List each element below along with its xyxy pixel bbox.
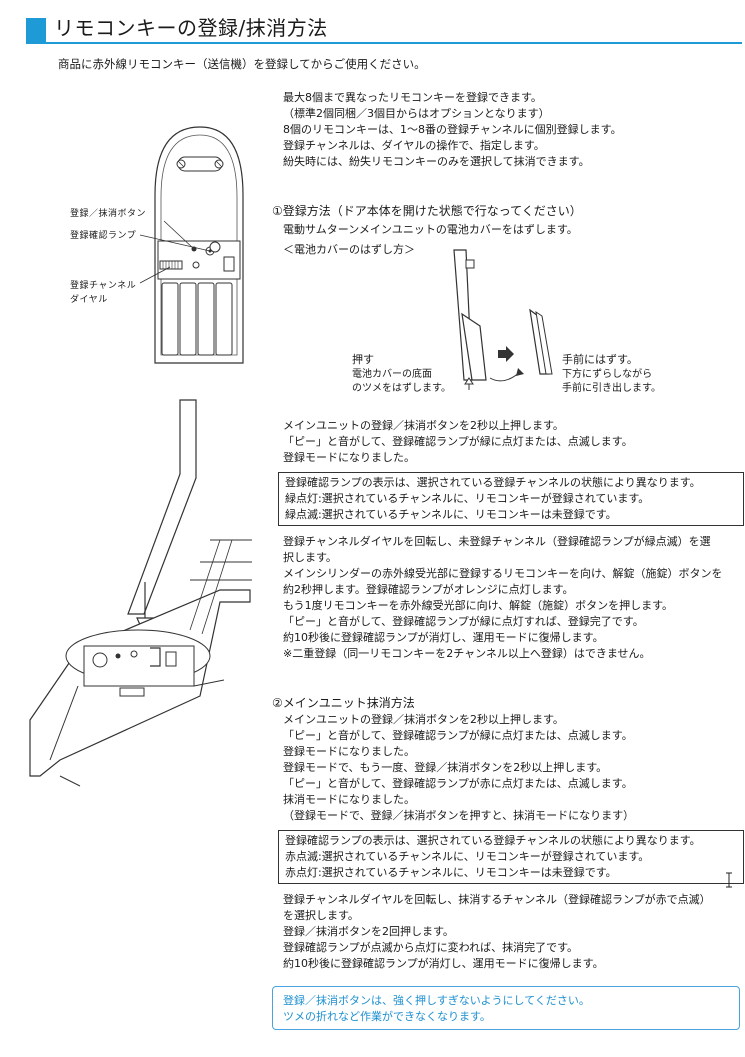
overview-line: 紛失時には、紛失リモコンキーのみを選択して抹消できます。 <box>283 155 590 168</box>
overview-line: 最大8個まで異なったリモコンキーを登録できます。 <box>283 91 542 104</box>
step-line: メインユニットの登録／抹消ボタンを2秒以上押します。 <box>283 713 564 726</box>
step-line: を選択します。 <box>283 909 359 922</box>
push-label: 押す <box>352 353 374 366</box>
page-title: リモコンキーの登録/抹消方法 <box>54 16 328 40</box>
push-desc-2: のツメをはずします。 <box>352 383 451 394</box>
step-line: 抹消モードになりました。 <box>283 793 415 806</box>
title-accent-bar <box>26 18 46 42</box>
step-line: もう1度リモコンキーを赤外線受光部に向け、解錠（施錠）ボタンを押します。 <box>283 599 674 612</box>
title-underline <box>26 42 742 44</box>
remove-label: 手前にはずす。 <box>562 353 638 366</box>
intro-text: 商品に赤外線リモコンキー（送信機）を登録してからご使用ください。 <box>58 57 426 71</box>
step-line: 登録チャンネルダイヤルを回転し、未登録チャンネル（登録確認ランプが緑点滅）を選 <box>283 535 711 548</box>
step-line: メインシリンダーの赤外線受光部に登録するリモコンキーを向け、解錠（施錠）ボタンを <box>283 567 723 580</box>
section1-steps-b: 登録チャンネルダイヤルを回転し、未登録チャンネル（登録確認ランプが緑点滅）を選 … <box>283 534 722 662</box>
step-line: 「ピー」と音がして、登録確認ランプが緑に点灯または、点滅します。 <box>283 729 633 742</box>
box-line: 緑点灯:選択されているチャンネルに、リモコンキーが登録されています。 <box>285 492 650 505</box>
section2-steps-a: メインユニットの登録／抹消ボタンを2秒以上押します。 「ピー」と音がして、登録確… <box>283 712 634 824</box>
section2-lamp-info-box: 登録確認ランプの表示は、選択されている登録チャンネルの状態により異なります。 赤… <box>278 830 744 884</box>
overview-line: （標準2個同梱／3個目からはオプションとなります） <box>283 107 550 120</box>
step-line: （登録モードで、登録／抹消ボタンを押すと、抹消モードになります） <box>283 809 635 822</box>
section2-steps-b: 登録チャンネルダイヤルを回転し、抹消するチャンネル（登録確認ランプが赤で点滅） … <box>283 892 711 972</box>
main-unit-illustration <box>139 126 244 364</box>
step-line: 登録モードになりました。 <box>283 745 415 758</box>
text-cursor-icon <box>726 872 732 888</box>
label-confirm-lamp: 登録確認ランプ <box>70 231 137 241</box>
overview-line: 8個のリモコンキーは、1～8番の登録チャンネルに個別登録します。 <box>283 123 622 136</box>
section2-heading: ②メインユニット抹消方法 <box>272 696 415 710</box>
installed-unit-illustration <box>29 399 252 787</box>
push-desc-1: 電池カバーの底面 <box>352 369 432 380</box>
note-line: ツメの折れなど作業ができなくなります。 <box>283 1010 491 1023</box>
step-line: 登録／抹消ボタンを2回押します。 <box>283 925 454 938</box>
step-line: 「ピー」と音がして、登録確認ランプが赤に点灯または、点滅します。 <box>283 777 633 790</box>
step-line: 約2秒押します。登録確認ランプがオレンジに点灯します。 <box>283 583 574 596</box>
step-line: メインユニットの登録／抹消ボタンを2秒以上押します。 <box>283 419 564 432</box>
overview-line: 登録チャンネルは、ダイヤルの操作で、指定します。 <box>283 139 545 152</box>
note-line: 登録／抹消ボタンは、強く押しすぎないようにしてください。 <box>283 994 590 1007</box>
section1-heading: ①登録方法（ドア本体を開けた状態で行なってください） <box>272 204 582 218</box>
label-channel-dial-1: 登録チャンネル <box>70 281 137 291</box>
battery-cover-illustration <box>453 249 553 390</box>
caution-note: 登録／抹消ボタンは、強く押しすぎないようにしてください。 ツメの折れなど作業がで… <box>272 986 740 1030</box>
remove-desc-2: 手前に引き出します。 <box>562 383 661 394</box>
step-line: 登録モードになりました。 <box>283 451 415 464</box>
cover-removal-heading: ＜電池カバーのはずし方＞ <box>283 243 415 256</box>
section1-subtext: 電動サムターンメインユニットの電池カバーをはずします。 <box>283 223 578 236</box>
box-line: 赤点滅:選択されているチャンネルに、リモコンキーが登録されています。 <box>285 850 650 863</box>
box-line: 緑点滅:選択されているチャンネルに、リモコンキーは未登録です。 <box>285 508 617 521</box>
step-line: ※二重登録（同一リモコンキーを2チャンネル以上へ登録）はできません。 <box>283 647 651 660</box>
box-line: 登録確認ランプの表示は、選択されている登録チャンネルの状態により異なります。 <box>285 476 701 489</box>
step-line: 約10秒後に登録確認ランプが消灯し、運用モードに復帰します。 <box>283 631 604 644</box>
box-line: 登録確認ランプの表示は、選択されている登録チャンネルの状態により異なります。 <box>285 834 701 847</box>
step-line: 登録チャンネルダイヤルを回転し、抹消するチャンネル（登録確認ランプが赤で点滅） <box>283 893 711 906</box>
step-line: 択します。 <box>283 551 337 564</box>
step-line: 登録確認ランプが点滅から点灯に変われば、抹消完了です。 <box>283 941 579 954</box>
box-line: 赤点灯:選択されているチャンネルに、リモコンキーは未登録です。 <box>285 866 617 879</box>
remove-desc-1: 下方にずらしながら <box>562 369 653 380</box>
step-line: 登録モードで、もう一度、登録／抹消ボタンを2秒以上押します。 <box>283 761 608 774</box>
overview-paragraph: 最大8個まで異なったリモコンキーを登録できます。 （標準2個同梱／3個目からはオ… <box>283 90 622 170</box>
step-line: 約10秒後に登録確認ランプが消灯し、運用モードに復帰します。 <box>283 957 604 970</box>
section1-steps-a: メインユニットの登録／抹消ボタンを2秒以上押します。 「ピー」と音がして、登録確… <box>283 418 633 466</box>
label-register-button: 登録／抹消ボタン <box>70 209 147 219</box>
step-line: 「ピー」と音がして、登録確認ランプが緑に点灯または、点滅します。 <box>283 435 633 448</box>
section1-lamp-info-box: 登録確認ランプの表示は、選択されている登録チャンネルの状態により異なります。 緑… <box>278 472 744 526</box>
step-line: 「ピー」と音がして、登録確認ランプが緑に点灯すれば、登録完了です。 <box>283 615 644 628</box>
label-channel-dial-2: ダイヤル <box>70 295 108 305</box>
